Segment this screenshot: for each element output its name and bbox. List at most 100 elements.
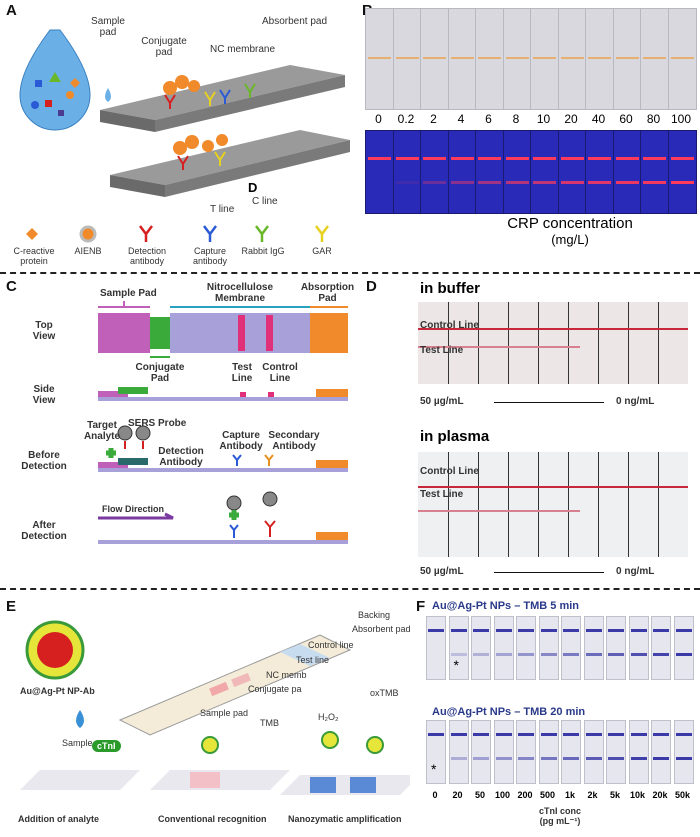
- assay-strip: *: [426, 720, 446, 784]
- concentration-tick: 100: [670, 112, 692, 126]
- sample-pad-e-label: Sample pad: [200, 708, 249, 718]
- absorption-pad-label: Absorption Pad: [300, 282, 355, 304]
- test-line-e-label: Test line: [296, 655, 330, 665]
- photo-strip: [392, 8, 422, 110]
- assay-strip: [673, 720, 694, 784]
- panel-b-xlabel: CRP concentration (mg/L): [470, 215, 670, 247]
- control-line-e-label: Control line: [308, 640, 354, 650]
- control-line: [450, 733, 467, 736]
- plasma-strip-photo: [418, 452, 688, 557]
- control-line: [585, 733, 602, 736]
- tmb-label: TMB: [260, 718, 279, 728]
- divider-1: [0, 272, 700, 274]
- step-amplification: Nanozymatic amplification: [288, 814, 402, 824]
- control-band: [395, 57, 419, 59]
- probe-label: Au@Ag-Pt NP-Ab: [20, 686, 95, 696]
- concentration-tick: 10: [536, 112, 551, 126]
- strip-divider: [568, 452, 569, 557]
- strip-divider: [478, 302, 479, 384]
- control-line: [675, 733, 692, 736]
- uv-strip: [530, 130, 559, 214]
- assay-strip: [516, 616, 536, 680]
- concentration-tick: 40: [591, 112, 606, 126]
- plasma-test-line: Test Line: [420, 489, 464, 500]
- control-line: [473, 733, 489, 736]
- control-line: [585, 629, 602, 632]
- control-band: [560, 57, 584, 59]
- strip-divider: [538, 302, 539, 384]
- control-line: [540, 733, 557, 736]
- capture-antibody-icon: [203, 225, 217, 242]
- marker-asterisk: *: [431, 761, 437, 777]
- marker-asterisk: *: [453, 657, 459, 673]
- conjugate-pad-e-label: Conjugate pa: [248, 684, 302, 694]
- uv-test-line: [670, 181, 694, 184]
- flow-direction-label: Flow Direction: [102, 504, 165, 514]
- conjugate-pad-label: Conjugate pad: [141, 36, 187, 58]
- concentration-tick: 0: [375, 112, 382, 126]
- assay-strip: [583, 616, 604, 680]
- control-band: [533, 57, 556, 59]
- photo-strip: [447, 8, 477, 110]
- assay-strip: [493, 616, 514, 680]
- concentration-tick: 2k: [587, 790, 598, 800]
- uv-strip: [612, 130, 642, 214]
- assay-strip: [516, 720, 536, 784]
- absorbent-pad-label: Absorbent pad: [262, 16, 328, 27]
- assay-strip: [493, 720, 514, 784]
- assay-strip: [471, 720, 491, 784]
- buffer-arrow-icon: [494, 402, 604, 403]
- control-line: [495, 733, 512, 736]
- strip-divider: [628, 302, 629, 384]
- control-line: [473, 629, 489, 632]
- divider-2: [0, 588, 700, 590]
- c-line-label: C line: [252, 196, 278, 207]
- photo-strip: [420, 8, 449, 110]
- uv-control-line: [368, 157, 391, 160]
- secondary-antibody-c-label: Secondary Antibody: [268, 430, 320, 452]
- uv-test-line: [505, 181, 529, 184]
- photo-strip: [640, 8, 669, 110]
- uv-strip: [585, 130, 614, 214]
- nc-memb-label: NC memb: [266, 670, 307, 680]
- photo-strip: [530, 8, 559, 110]
- panel-e-label: E: [6, 598, 17, 615]
- xlabel-line2: (mg/L): [551, 232, 589, 247]
- strip-divider: [658, 302, 659, 384]
- uv-test-line: [560, 181, 584, 184]
- uv-strip: [365, 130, 394, 214]
- plasma-right-conc: 0 ng/mL: [616, 566, 655, 577]
- buffer-title: in buffer: [420, 280, 480, 297]
- test-line: [518, 653, 534, 656]
- assay-strip: [651, 720, 671, 784]
- gar-icon: [315, 225, 329, 242]
- test-line: [630, 653, 647, 656]
- control-line: [608, 629, 624, 632]
- crp-diamond-icon: [26, 228, 38, 240]
- uv-strip: [447, 130, 477, 214]
- detection-antibody-icon: [139, 225, 153, 242]
- aienb-circle-icon: [79, 225, 97, 243]
- control-line: [630, 629, 647, 632]
- control-band: [450, 57, 474, 59]
- concentration-tick: 2: [430, 112, 437, 126]
- uv-strip: [392, 130, 422, 214]
- test-line: [675, 653, 692, 656]
- assay-strip: [538, 720, 559, 784]
- panel-d-label: D: [366, 278, 377, 295]
- uv-test-line: [395, 181, 419, 184]
- test-line: [518, 757, 534, 760]
- row-after-detection: After Detection: [21, 520, 67, 542]
- control-line: [428, 733, 444, 736]
- strip-divider: [448, 302, 449, 384]
- absorbent-pad-e-label: Absorbent pad: [352, 624, 411, 634]
- f-xlabel: cTnI conc (pg mL⁻¹): [520, 806, 600, 827]
- uv-control-line: [478, 157, 501, 160]
- control-line-band: [418, 486, 688, 488]
- legend-capture-antibody: Capture antibody: [192, 246, 228, 266]
- assay-strip: [561, 616, 581, 680]
- uv-test-line: [533, 181, 556, 184]
- concentration-tick: 0: [432, 790, 438, 800]
